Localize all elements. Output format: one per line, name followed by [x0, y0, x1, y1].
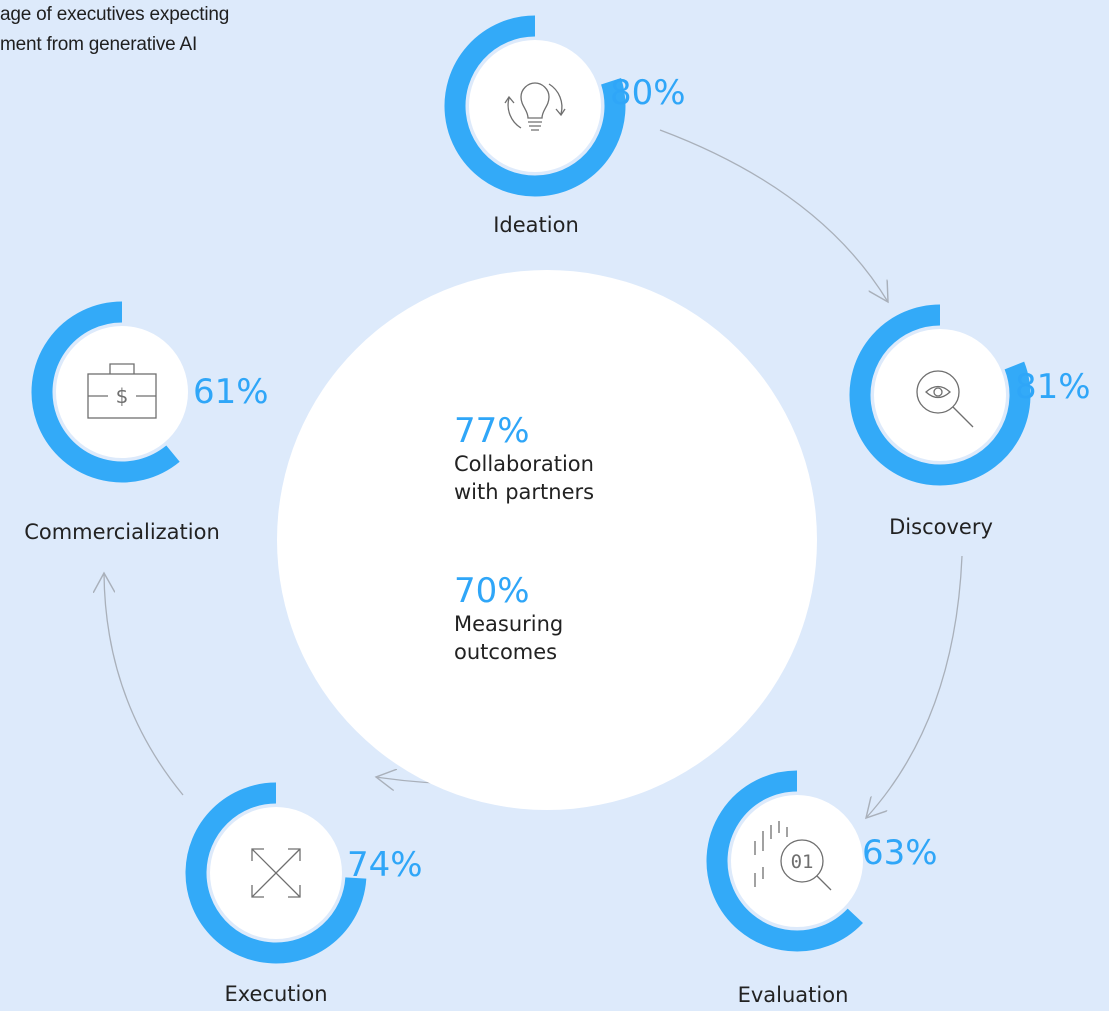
center-stat-1-label-line1: Collaboration — [454, 452, 594, 476]
binary-data-magnifier-icon: 01 — [754, 821, 832, 891]
eye-magnifier-icon — [916, 370, 974, 428]
center-stat-2-label-line1: Measuring — [454, 612, 564, 636]
icon-disc-ideation — [469, 40, 601, 172]
icon-disc-commercialization — [56, 326, 188, 458]
center-circle — [277, 270, 817, 810]
center-stat-1: 77% Collaboration with partners — [454, 412, 594, 506]
center-stat-2-label-line2: outcomes — [454, 640, 558, 664]
progress-ring-ideation — [444, 15, 626, 197]
stage-value-discovery: 81% — [1015, 367, 1091, 407]
center-stat-1-label-line2: with partners — [454, 480, 595, 504]
stage-name-evaluation: Evaluation — [738, 983, 849, 1007]
stage-value-commercialization: 61% — [193, 372, 269, 412]
expand-arrows-icon — [251, 848, 301, 898]
center-stat-2: 70% Measuring outcomes — [454, 572, 563, 666]
stage-execution — [185, 782, 367, 964]
stage-commercialization: $ — [31, 301, 188, 483]
center-stat-1-value: 77% — [454, 411, 530, 451]
stage-name-execution: Execution — [224, 982, 327, 1006]
stage-name-ideation: Ideation — [493, 213, 579, 237]
arrow-execution-to-commercialization — [104, 573, 184, 796]
progress-ring-commercialization — [31, 301, 180, 483]
stage-value-ideation: 80% — [610, 73, 686, 113]
lightbulb-cycle-icon — [504, 82, 566, 131]
icon-disc-evaluation — [731, 795, 863, 927]
stage-discovery — [849, 304, 1031, 486]
stage-evaluation: 01 — [706, 770, 863, 952]
stage-name-discovery: Discovery — [889, 515, 993, 539]
svg-text:01: 01 — [791, 851, 814, 873]
arrow-ideation-to-discovery — [659, 129, 888, 302]
progress-ring-execution — [185, 782, 367, 964]
progress-ring-evaluation — [706, 770, 863, 952]
center-stat-2-value: 70% — [454, 571, 530, 611]
stage-name-commercialization: Commercialization — [24, 520, 220, 544]
stage-value-execution: 74% — [347, 845, 423, 885]
caption-line-1: age of executives expecting — [0, 4, 230, 25]
svg-text:$: $ — [116, 384, 129, 408]
caption-line-2: ment from generative AI — [0, 34, 198, 55]
stage-ideation — [444, 15, 626, 197]
caption: age of executives expecting ment from ge… — [0, 0, 330, 60]
arrow-discovery-to-evaluation — [866, 555, 963, 818]
progress-ring-discovery — [849, 304, 1031, 486]
stage-value-evaluation: 63% — [862, 833, 938, 873]
briefcase-dollar-icon: $ — [87, 363, 157, 419]
stage-texts: 80% Ideation 81% Discovery 63% Evaluatio… — [24, 73, 1090, 1007]
